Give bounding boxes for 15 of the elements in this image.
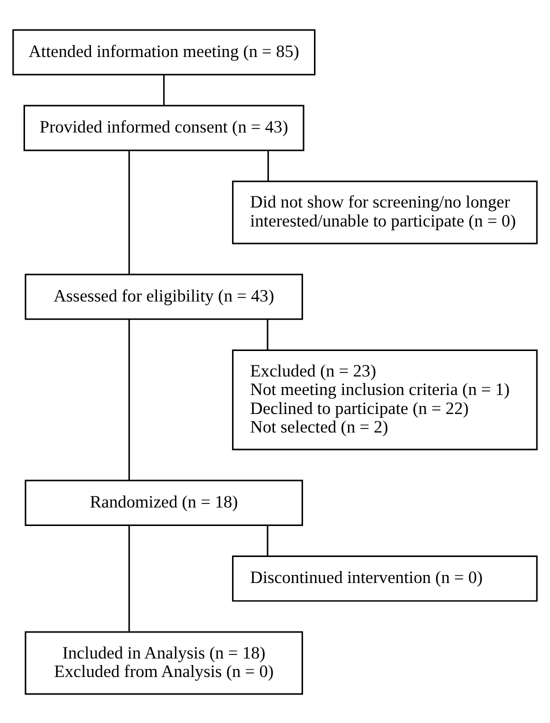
node-box: Did not show for screening/no longer interested/unable to participate (n = 0) <box>232 180 538 244</box>
connector <box>267 150 269 181</box>
node-box: Assessed for eligibility (n = 43) <box>24 273 304 320</box>
connector <box>266 525 268 556</box>
connector <box>128 150 130 274</box>
node-box: Included in Analysis (n = 18) Excluded from Analysis (n = 0) <box>24 630 304 694</box>
connector <box>163 74 165 105</box>
connector <box>266 318 268 350</box>
node-box: Excluded (n = 23) Not meeting inclusion criteria (n = 1) Declined to participate (n = 22) Not selected (n = 2) <box>232 348 538 450</box>
connector <box>128 524 130 632</box>
node-box: Discontinued intervention (n = 0) <box>232 555 538 602</box>
connector <box>128 318 130 480</box>
node-box: Provided informed consent (n = 43) <box>24 104 304 151</box>
node-box: Randomized (n = 18) <box>24 479 304 526</box>
node-box: Attended information meeting (n = 85) <box>12 28 316 75</box>
